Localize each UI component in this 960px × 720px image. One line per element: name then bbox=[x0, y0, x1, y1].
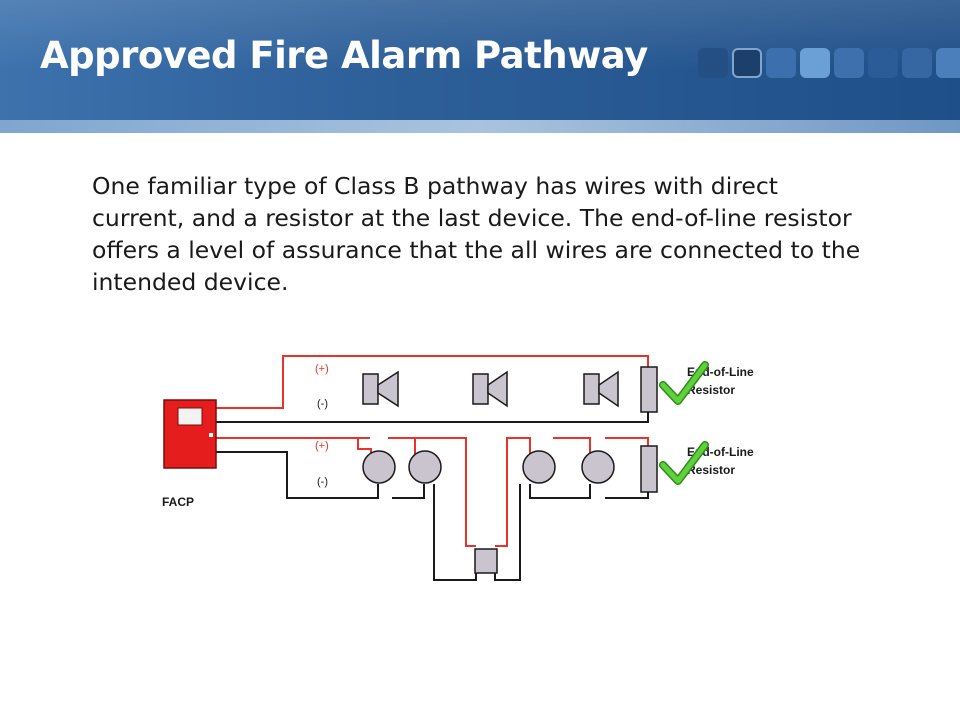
lower-minus-label: (-) bbox=[317, 476, 328, 488]
upper-end-of-line-resistor bbox=[640, 366, 658, 413]
deco-square bbox=[732, 48, 762, 78]
slide-header: Approved Fire Alarm Pathway bbox=[0, 0, 960, 133]
lower-negative-wire bbox=[215, 451, 649, 581]
lower-plus-label: (+) bbox=[315, 440, 329, 452]
upper-positive-wire bbox=[215, 355, 649, 409]
speaker-icon bbox=[583, 370, 619, 408]
upper-minus-label: (-) bbox=[317, 398, 328, 410]
detector-icon bbox=[362, 450, 396, 484]
speaker-icon bbox=[472, 370, 508, 408]
facp-indicator bbox=[209, 433, 213, 437]
lower-positive-wire bbox=[215, 437, 649, 547]
upper-negative-wire bbox=[215, 411, 649, 423]
deco-square bbox=[936, 48, 960, 78]
detector-icon bbox=[408, 450, 442, 484]
speaker-icon bbox=[362, 370, 399, 408]
deco-square bbox=[698, 48, 728, 78]
detector-icon bbox=[522, 450, 556, 484]
upper-resistor-label-line2: Resistor bbox=[687, 383, 735, 397]
header-band bbox=[0, 120, 960, 133]
slide-title: Approved Fire Alarm Pathway bbox=[40, 34, 648, 77]
body-paragraph: One familiar type of Class B pathway has… bbox=[92, 172, 861, 296]
deco-square bbox=[902, 48, 932, 78]
deco-square bbox=[766, 48, 796, 78]
deco-square bbox=[800, 48, 830, 78]
lower-end-of-line-resistor bbox=[640, 445, 658, 493]
deco-square bbox=[868, 48, 898, 78]
branch-module-icon bbox=[474, 548, 498, 574]
detector-icon bbox=[581, 450, 615, 484]
facp-label: FACP bbox=[162, 495, 194, 509]
upper-checkmark-icon-fill bbox=[660, 362, 708, 404]
facp-display bbox=[177, 407, 203, 426]
lower-checkmark-icon-fill bbox=[660, 442, 708, 484]
lower-resistor-label-line2: Resistor bbox=[687, 463, 735, 477]
decorative-squares bbox=[0, 0, 960, 133]
upper-plus-label: (+) bbox=[315, 363, 329, 375]
facp-panel bbox=[163, 399, 217, 469]
deco-square bbox=[834, 48, 864, 78]
